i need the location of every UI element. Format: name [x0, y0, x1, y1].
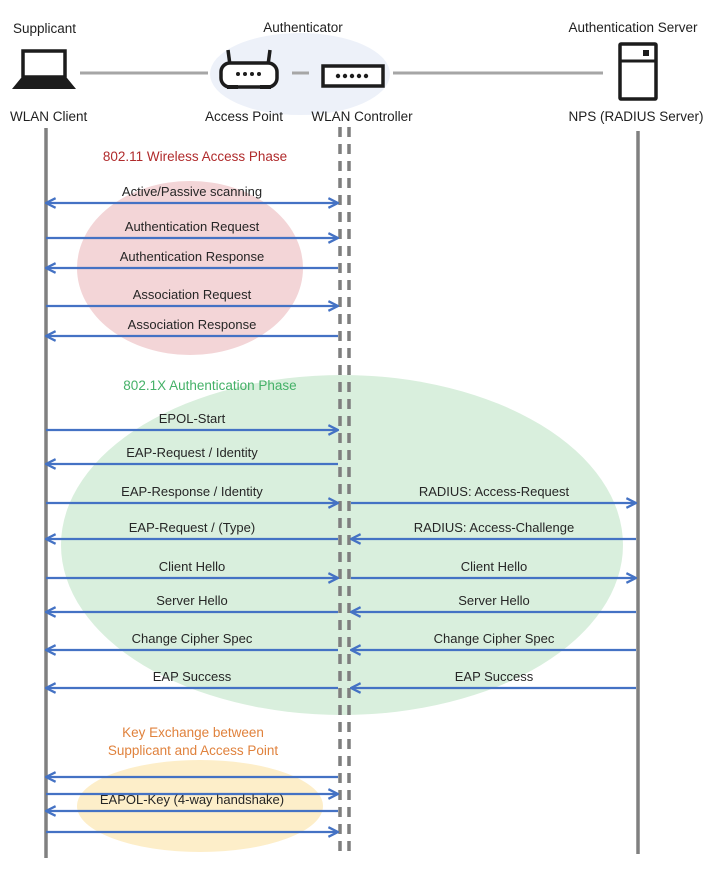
access-point-label: Access Point — [205, 109, 283, 124]
wireless-access-phase-title: 802.11 Wireless Access Phase — [103, 149, 287, 164]
supplicant-role-label: Supplicant — [13, 21, 76, 36]
message-label: Association Response — [128, 317, 257, 332]
wlan-controller-icon — [321, 64, 385, 88]
message-label: Client Hello — [461, 559, 527, 574]
message-label: Authentication Response — [120, 249, 265, 264]
message-label: EAP Success — [153, 669, 232, 684]
message-label: EAP-Request / Identity — [126, 445, 258, 460]
message-label: Active/Passive scanning — [122, 184, 262, 199]
key-exchange-phase-title-line2: Supplicant and Access Point — [108, 743, 279, 758]
message-label: Authentication Request — [125, 219, 260, 234]
message-label: Client Hello — [159, 559, 225, 574]
server-icon — [618, 42, 658, 101]
laptop-icon — [12, 49, 76, 89]
authentication-phase-ellipse — [61, 375, 623, 715]
message-label: EAP Success — [455, 669, 534, 684]
message-label: Server Hello — [458, 593, 530, 608]
message-label: RADIUS: Access-Challenge — [414, 520, 574, 535]
message-label: Association Request — [133, 287, 252, 302]
authenticator-role-label: Authenticator — [263, 20, 343, 35]
message-label: EPOL-Start — [159, 411, 226, 426]
message-label: Server Hello — [156, 593, 228, 608]
key-exchange-phase-ellipse — [77, 760, 323, 852]
access-point-icon — [219, 49, 279, 89]
authentication-phase-title: 802.1X Authentication Phase — [123, 378, 296, 393]
authentication-server-role-label: Authentication Server — [568, 20, 698, 35]
nps-radius-server-label: NPS (RADIUS Server) — [568, 109, 703, 124]
message-label: EAP-Request / (Type) — [129, 520, 255, 535]
message-label: Change Cipher Spec — [434, 631, 555, 646]
wlan-controller-label: WLAN Controller — [311, 109, 413, 124]
wlan-client-label: WLAN Client — [10, 109, 88, 124]
key-exchange-phase-title-line1: Key Exchange between — [122, 725, 264, 740]
message-label: RADIUS: Access-Request — [419, 484, 570, 499]
message-label: Change Cipher Spec — [132, 631, 253, 646]
message-label: EAP-Response / Identity — [121, 484, 263, 499]
message-label: EAPOL-Key (4-way handshake) — [100, 792, 284, 807]
